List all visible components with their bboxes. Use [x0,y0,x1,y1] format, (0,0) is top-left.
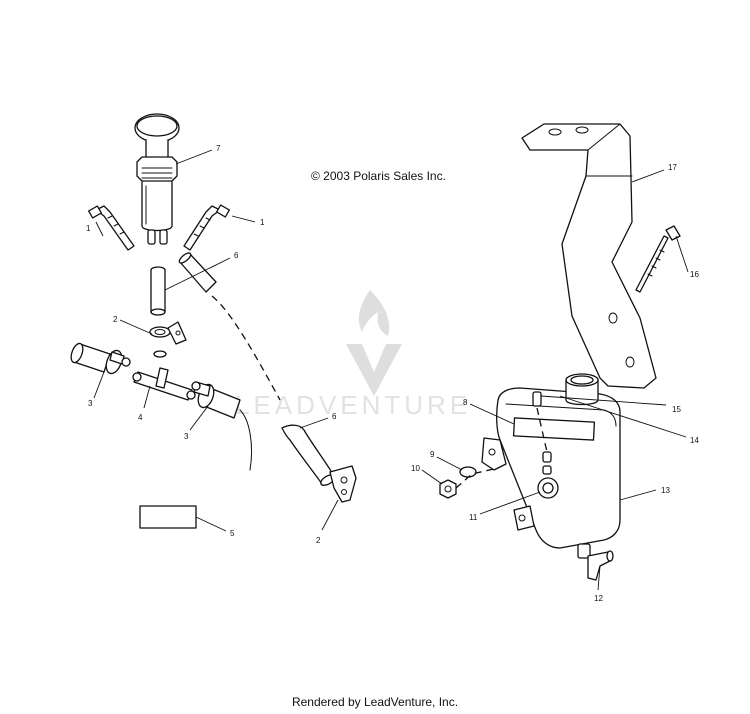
callout-16: 16 [675,235,699,279]
tank-fitting-small [532,391,552,475]
fuel-line-lower [281,424,336,486]
footer-credit: Rendered by LeadVenture, Inc. [291,695,459,709]
callout-label: 14 [690,436,699,445]
cable-tie-right [183,204,230,251]
callout-label: 1 [260,218,265,227]
washer [153,350,167,358]
callout-15: 15 [540,395,681,414]
mounting-bracket [521,123,657,389]
callout-5: 5 [195,516,235,538]
fuel-line-route [211,295,281,401]
callout-label: 4 [138,413,143,422]
copyright-notice: © 2003 Polaris Sales Inc. [311,169,446,183]
fuel-line-angled [178,252,217,293]
tank-washer [459,466,477,478]
callout-17: 17 [631,163,677,183]
callout-label: 8 [463,398,468,407]
callout-label: 2 [316,536,321,545]
callout-7: 7 [175,144,221,165]
callout-label: 11 [469,513,478,522]
callout-2-upper: 2 [113,315,153,335]
callout-1-right: 1 [231,215,265,227]
callout-3-left: 3 [88,371,105,408]
callout-label: 10 [411,464,420,473]
callout-label: 12 [594,594,603,603]
callout-label: 16 [690,270,699,279]
decal-label [139,505,197,529]
leadventure-watermark-logo [346,290,402,396]
callout-13: 13 [619,486,670,501]
callout-8: 8 [463,398,515,425]
callout-2-lower: 2 [316,499,339,545]
bolt [635,225,681,293]
tee-fitting [132,367,196,401]
callout-label: 3 [184,432,189,441]
callout-11: 11 [469,491,541,522]
callout-4: 4 [138,385,151,422]
callout-6-lower: 6 [299,412,337,429]
callout-label: 3 [88,399,93,408]
primer-pump [134,113,180,245]
callout-label: 5 [230,529,235,538]
callout-3-right: 3 [184,405,209,441]
hose-clamp-right [191,381,253,471]
hex-nut [439,479,457,499]
callout-label: 9 [430,450,435,459]
callout-label: 1 [86,224,91,233]
watermark-text: LEADVENTURE [235,390,471,420]
callout-6-upper: 6 [164,251,239,291]
clamp-upper [149,321,187,345]
fuel-line-short [150,266,166,316]
tank-fitting [537,477,559,499]
cable-tie-left [88,205,135,251]
assembly-line [455,467,499,489]
callout-label: 17 [668,163,677,172]
callout-label: 13 [661,486,670,495]
callout-1-left: 1 [86,221,104,237]
callout-9: 9 [430,450,463,471]
hose-clamp-left [70,342,131,375]
callout-12: 12 [594,565,603,603]
clamp-lower [329,465,357,503]
elbow-fitting [587,550,614,581]
callout-14: 14 [559,395,699,445]
callout-label: 7 [216,144,221,153]
callout-10: 10 [411,464,443,485]
reservoir-tank [481,373,621,559]
callout-label: 6 [234,251,239,260]
callout-label: 6 [332,412,337,421]
callout-label: 2 [113,315,118,324]
callout-label: 15 [672,405,681,414]
